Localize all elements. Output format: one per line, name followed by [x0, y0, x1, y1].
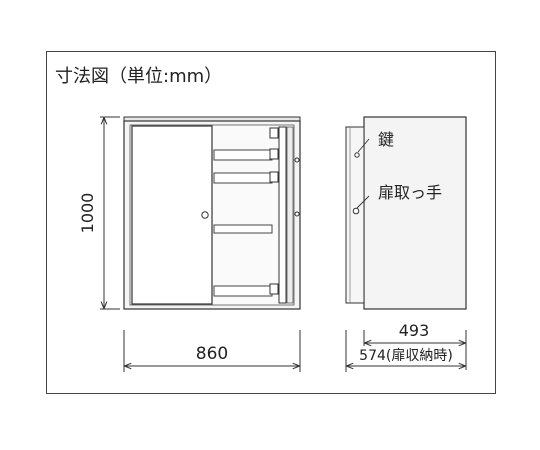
right-door-stored	[278, 126, 287, 304]
shelf-bracket	[269, 283, 279, 295]
hinge-icon	[294, 211, 300, 217]
height-dimension: 1000	[78, 116, 120, 310]
left-door	[131, 125, 213, 305]
door-handle-icon	[352, 207, 360, 215]
width-dimension: 860	[123, 330, 301, 372]
shelf-bracket	[269, 148, 279, 160]
drawing-frame	[46, 51, 496, 394]
side-view: 鍵 扉取っ手	[345, 116, 467, 310]
depth-label: 493	[399, 321, 430, 340]
door-handle-icon	[201, 211, 209, 219]
key-callout: 鍵	[378, 130, 394, 149]
key-icon	[294, 157, 300, 163]
width-label: 860	[196, 344, 228, 364]
depth-stored-label: 574(扉収納時)	[359, 348, 453, 364]
door-handle-callout: 扉取っ手	[378, 183, 442, 202]
shelf	[213, 172, 273, 184]
side-panel	[363, 116, 467, 310]
drawing-title: 寸法図（単位:mm）	[55, 66, 223, 87]
height-label: 1000	[78, 193, 97, 234]
key-icon	[354, 152, 360, 158]
shelf-bracket	[269, 127, 279, 139]
shelf-bracket	[269, 171, 279, 183]
shelf	[213, 149, 273, 161]
shelf	[213, 285, 273, 297]
front-view	[123, 116, 301, 310]
door-profile	[345, 126, 365, 304]
depth-dimension: 493	[363, 321, 467, 370]
shelf	[213, 224, 273, 234]
depth-stored-dimension: 574(扉収納時)	[345, 330, 465, 372]
right-door-edge	[286, 126, 294, 304]
